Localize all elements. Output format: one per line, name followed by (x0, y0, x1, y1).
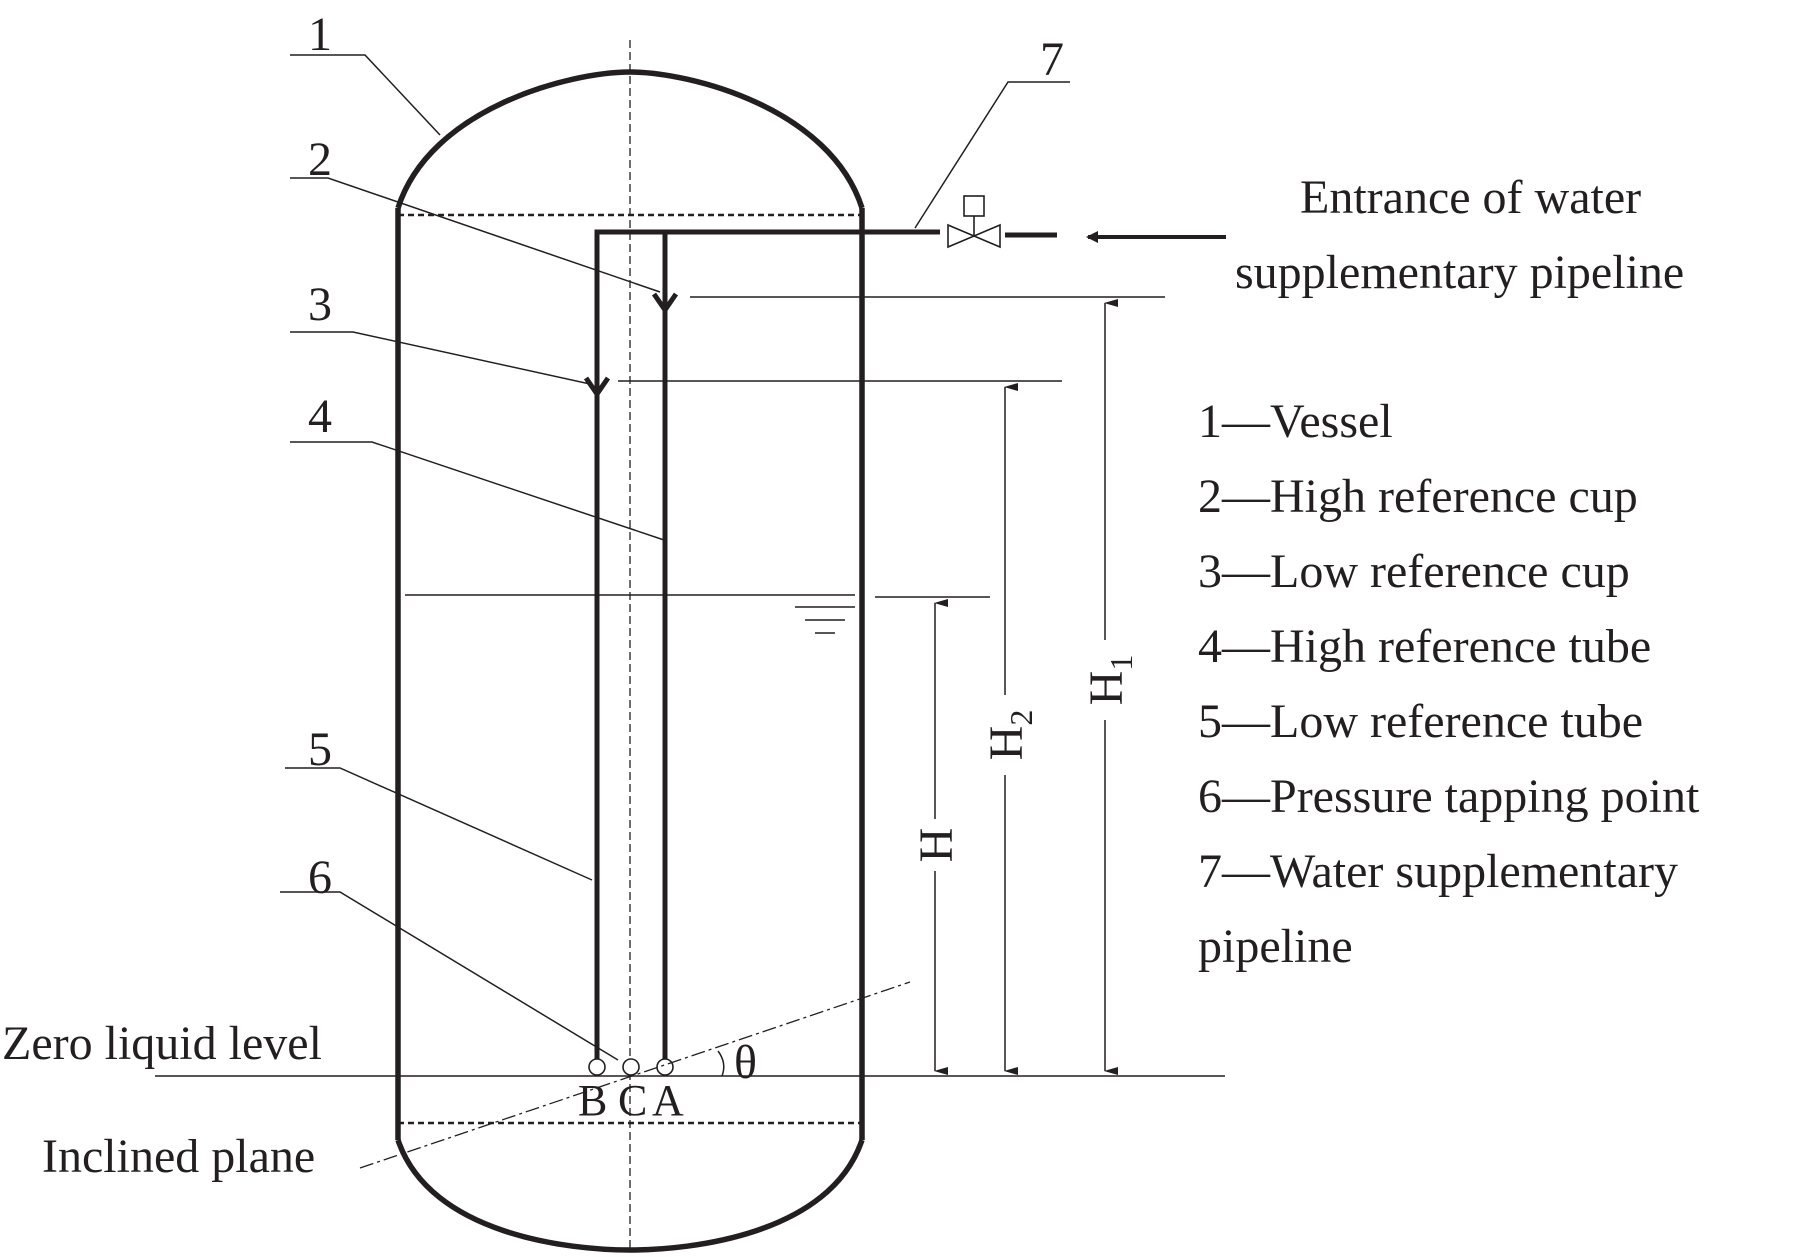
theta-label: θ (734, 1036, 757, 1089)
legend-item-7: 7—Water supplementary (1198, 845, 1678, 898)
callout-5: 5 (308, 723, 332, 776)
vessel-bottom-head (395, 1139, 865, 1253)
callout-4: 4 (308, 390, 332, 443)
high-reference-tube (662, 229, 940, 1065)
callout-6: 6 (308, 851, 332, 904)
svg-text:H: H (910, 828, 963, 863)
legend-item-6: 6—Pressure tapping point (1198, 770, 1700, 823)
dimension-label-h2: H2 (980, 695, 1039, 775)
leader-2 (290, 177, 661, 293)
zero-liquid-level-label: Zero liquid level (2, 1017, 322, 1070)
callout-7: 7 (1040, 33, 1064, 86)
entrance-label-line2: supplementary pipeline (1235, 246, 1684, 299)
legend-item-3: 3—Low reference cup (1198, 545, 1630, 598)
callout-2: 2 (308, 133, 332, 186)
leader-1 (290, 54, 441, 136)
vessel (395, 40, 865, 1253)
inclined-plane-line (359, 981, 911, 1169)
callout-3: 3 (308, 278, 332, 331)
leader-4 (290, 441, 665, 541)
inclined-plane-label: Inclined plane (42, 1130, 315, 1183)
leader-7 (914, 81, 1070, 229)
legend-item-2: 2—High reference cup (1198, 470, 1638, 523)
water-surface-symbol (795, 606, 855, 634)
leader-5 (285, 767, 593, 881)
legend-item-5: 5—Low reference tube (1198, 695, 1643, 748)
theta-angle-arc (717, 1050, 725, 1077)
point-label-a: A (652, 1076, 684, 1125)
svg-text:H1: H1 (1080, 655, 1139, 706)
entrance-label-line1: Entrance of water (1300, 171, 1641, 224)
tapping-point-b (588, 1058, 606, 1076)
legend: 1—Vessel 2—High reference cup 3—Low refe… (1198, 395, 1700, 973)
legend-item-7-cont: pipeline (1198, 920, 1353, 973)
tapping-point-c (622, 1058, 640, 1076)
callout-1: 1 (308, 8, 332, 61)
legend-item-4: 4—High reference tube (1198, 620, 1651, 673)
water-supplementary-pipeline (594, 195, 1226, 1065)
leader-3 (290, 331, 591, 385)
point-label-b: B (578, 1076, 607, 1125)
legend-item-1: 1—Vessel (1198, 395, 1393, 448)
valve-icon (947, 195, 1001, 249)
dimension-label-h1: H1 (1080, 640, 1139, 720)
svg-text:H2: H2 (980, 710, 1039, 761)
high-reference-cup (651, 292, 679, 315)
leader-6 (280, 891, 619, 1061)
tapping-point-a (656, 1058, 674, 1076)
point-label-c: C (618, 1076, 647, 1125)
low-reference-tube (594, 229, 665, 1065)
dimension-label-h: H (910, 819, 963, 871)
